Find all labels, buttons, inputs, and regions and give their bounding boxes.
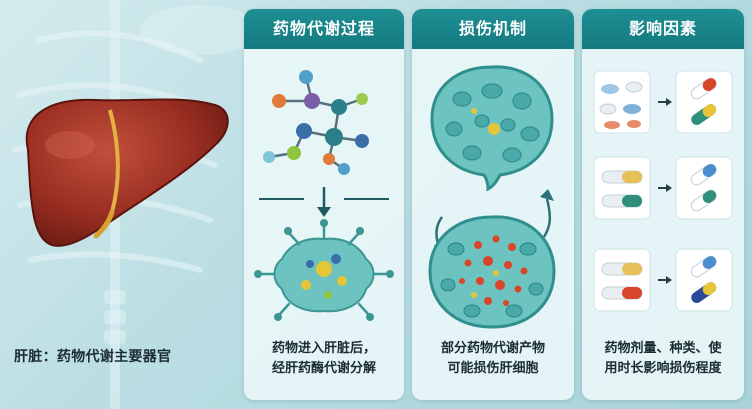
caption-line: 药物剂量、种类、使 [604, 341, 722, 356]
liver-illustration: 肝脏：药物代谢主要器官 [0, 0, 240, 409]
panel-damage: 损伤机制 [412, 9, 574, 400]
liver-icon [25, 98, 229, 247]
cell-damage-illustration [428, 65, 556, 329]
caption-line: 可能损伤肝细胞 [447, 361, 539, 376]
caption-line: 部分药物代谢产物 [440, 341, 545, 356]
molecule-illustration [254, 70, 394, 321]
panel-caption: 药物进入肝脏后， 经肝药酶代谢分解 [244, 339, 404, 379]
panel-factors: 影响因素 药物剂量、 [582, 9, 744, 400]
panel-title: 药物代谢过程 [244, 9, 404, 49]
caption-line: 经肝药酶代谢分解 [271, 361, 376, 376]
pills-comparison-illustration [593, 70, 733, 312]
panel-metabolism: 药物代谢过程 [244, 9, 404, 400]
caption-line: 药物进入肝脏后， [271, 341, 376, 356]
caption-line: 用时长影响损伤程度 [604, 361, 722, 376]
panel-title: 影响因素 [582, 9, 744, 49]
panel-caption: 药物剂量、种类、使 用时长影响损伤程度 [582, 339, 744, 379]
panel-title: 损伤机制 [412, 9, 574, 49]
panel-caption: 部分药物代谢产物 可能损伤肝细胞 [412, 339, 574, 379]
liver-caption: 肝脏：药物代谢主要器官 [14, 349, 172, 365]
